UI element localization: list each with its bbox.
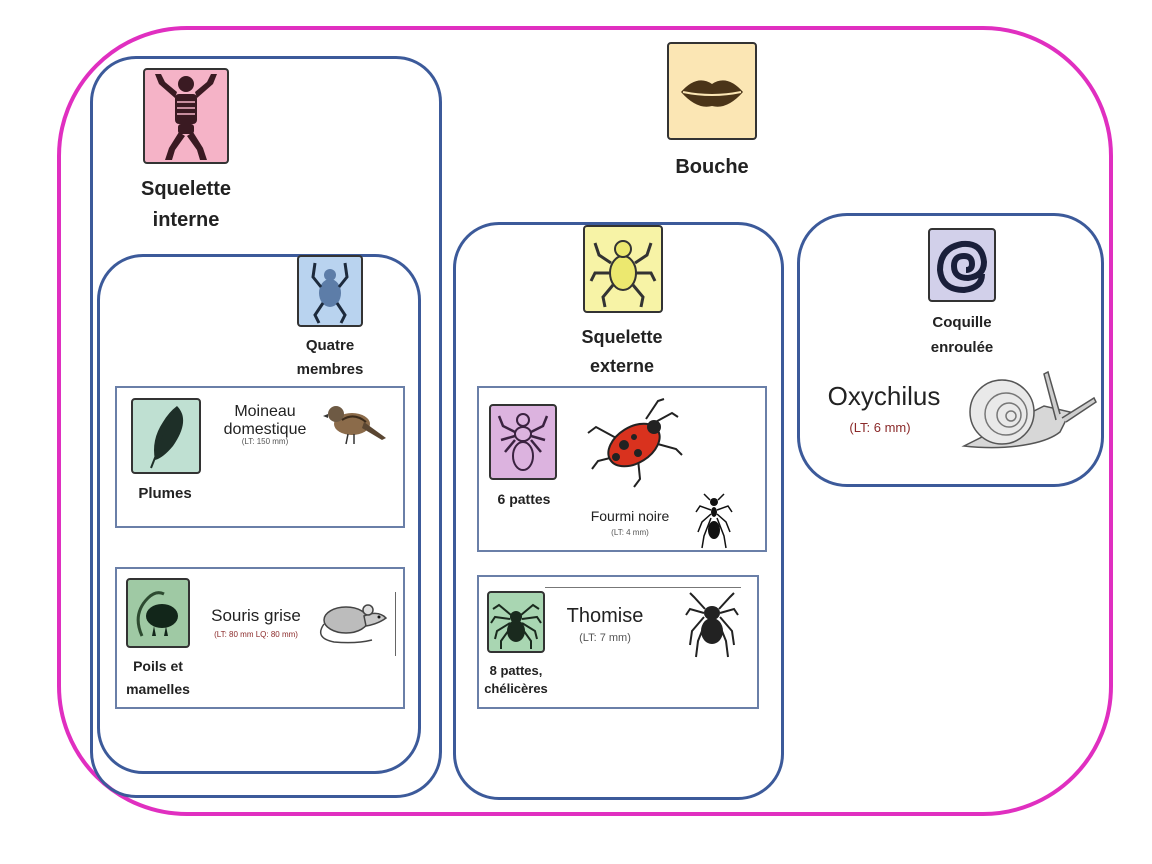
outer-group-bouche bbox=[57, 26, 1113, 816]
species-souris-name: Souris grise bbox=[211, 606, 301, 625]
poils-label-1: Poils et bbox=[133, 658, 183, 674]
bouche-label: Bouche bbox=[675, 156, 749, 178]
group-coquille bbox=[797, 213, 1104, 487]
thomise-card-top-line bbox=[545, 587, 741, 588]
plumes-label: Plumes bbox=[138, 485, 192, 502]
six-pattes-label: 6 pattes bbox=[497, 491, 551, 507]
quatre-membres-label-2: membres bbox=[296, 361, 364, 378]
sparrow-icon bbox=[322, 398, 388, 448]
coquille-label-2: enroulée bbox=[930, 339, 994, 356]
external-skeleton-icon bbox=[583, 225, 663, 313]
mouse-icon bbox=[316, 596, 392, 650]
coquille-label-1: Coquille bbox=[932, 314, 992, 331]
species-fourmi-name: Fourmi noire bbox=[590, 508, 670, 524]
huit-pattes-label-1: 8 pattes, bbox=[489, 663, 543, 678]
poils-label-2: mamelles bbox=[126, 681, 190, 697]
group-squelette-interne bbox=[90, 56, 442, 798]
hair-mammary-icon bbox=[126, 578, 190, 648]
firebug-icon bbox=[578, 395, 684, 491]
mouth-icon bbox=[667, 42, 757, 140]
species-souris-size: (LT: 80 mm LQ: 80 mm) bbox=[214, 630, 298, 639]
quatre-membres-label-1: Quatre bbox=[305, 337, 355, 354]
species-fourmi-size: (LT: 4 mm) bbox=[611, 528, 649, 537]
ant-icon bbox=[694, 492, 734, 550]
spiral-shell-icon bbox=[928, 228, 996, 302]
internal-skeleton-icon bbox=[143, 68, 229, 164]
squelette-externe-label-2: externe bbox=[589, 356, 655, 376]
snail-icon bbox=[960, 368, 1100, 452]
group-quatre-membres bbox=[97, 254, 421, 774]
mouse-card-divider bbox=[395, 592, 396, 656]
species-moineau-size: (LT: 150 mm) bbox=[241, 437, 289, 446]
species-thomise-size: (LT: 7 mm) bbox=[579, 632, 631, 644]
insect-icon bbox=[489, 404, 557, 480]
squelette-interne-label-2: interne bbox=[152, 209, 220, 231]
arachnid-icon bbox=[487, 591, 545, 653]
huit-pattes-label-2: chélicères bbox=[484, 681, 548, 696]
species-oxychilus-size: (LT: 6 mm) bbox=[849, 420, 911, 435]
species-thomise-name: Thomise bbox=[566, 605, 644, 627]
squelette-externe-label-1: Squelette bbox=[581, 327, 663, 347]
species-oxychilus-name: Oxychilus bbox=[827, 381, 941, 411]
four-limbs-icon bbox=[297, 255, 363, 327]
group-squelette-externe bbox=[453, 222, 784, 800]
species-moineau-name-1: Moineau bbox=[234, 403, 296, 420]
species-moineau-name-2: domestique bbox=[223, 421, 307, 438]
spider-icon bbox=[684, 591, 740, 659]
feather-icon bbox=[131, 398, 201, 474]
squelette-interne-label-1: Squelette bbox=[140, 178, 232, 200]
